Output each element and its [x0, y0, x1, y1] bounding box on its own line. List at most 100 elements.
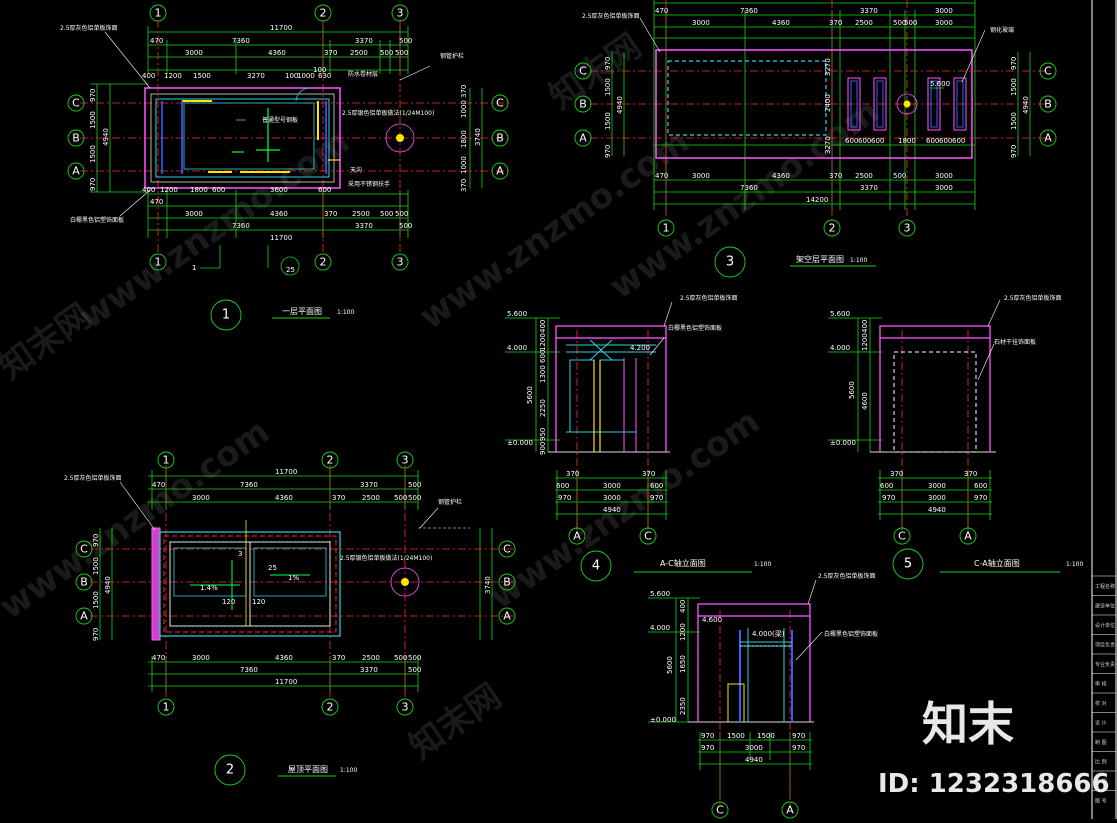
dim-text: 600 [880, 482, 893, 490]
axis-bubble-a: A [573, 530, 581, 543]
dim-text: 1200 [160, 186, 178, 194]
dim-text: 1800 [898, 137, 916, 145]
dim-text: 500 [408, 481, 421, 489]
dim-text: 3370 [355, 37, 373, 45]
dim-text: 1500 [757, 732, 775, 740]
plan-label: 1.4% [200, 584, 218, 592]
dim-text: 7360 [232, 222, 250, 230]
title-block-row-label: 制 图 [1095, 739, 1107, 746]
dim-text: 4360 [270, 210, 288, 218]
axis-bubble-1: 1 [663, 222, 670, 235]
dim-total: 5600 [526, 386, 534, 404]
level-mark: 5.600 [650, 590, 670, 598]
elevation-c-a: C A 5 5.600 4.000 ±0.000 400 1200 4600 5… [828, 294, 1083, 580]
dim-text: 1200 [164, 72, 182, 80]
dim-side-total: 4940 [616, 96, 624, 114]
title-block-row-label: 设 计 [1095, 720, 1107, 727]
level-mark: 5.600 [507, 310, 527, 318]
dim-text: 970 [792, 732, 805, 740]
title-block-row-label: 建设单位 [1095, 603, 1115, 610]
dim-text: 1500 [1010, 112, 1018, 130]
drawing-scale-4: 1:100 [754, 561, 771, 568]
dim-text: 500 [408, 654, 421, 662]
dim-text: 3000 [603, 494, 621, 502]
axis-bubble-c: C [644, 530, 652, 543]
drawing-scale-3: 1:100 [850, 257, 867, 264]
annotation-note: 2.5厚灰色铝单板饰面 [60, 24, 118, 32]
axis-bubble-2: 2 [327, 454, 334, 467]
annotation-note: 2.5厚灰色铝单板饰面 [1004, 294, 1062, 302]
axis-bubble-b: B [579, 98, 587, 111]
axis-bubble-3-bottom: 3 [397, 256, 404, 269]
plan-label: 120 [222, 598, 235, 606]
dim-text: 3000 [192, 494, 210, 502]
dim-text: 4360 [772, 172, 790, 180]
drawing-number-1: 1 [222, 308, 230, 323]
dim-text: 970 [1010, 57, 1018, 70]
dim-text: 7360 [740, 7, 758, 15]
dim-text: 970 [604, 145, 612, 158]
axis-bubble-2: 2 [829, 222, 836, 235]
title-block-row-label: 图 号 [1095, 799, 1107, 805]
dim-text: 500 [904, 19, 917, 27]
dim-text: 400 [142, 72, 155, 80]
title-block-row-label: 专业负责人 [1095, 661, 1117, 668]
dim-text: 3370 [860, 7, 878, 15]
drawing-number-4: 4 [592, 559, 600, 574]
dim-text: 970 [792, 744, 805, 752]
dim-text: 400 [679, 600, 687, 613]
dim-text: 500 [394, 654, 407, 662]
title-block-row-label: 设计单位 [1095, 622, 1115, 629]
dim-text: 1300 [539, 365, 547, 383]
level-mark: ±0.000 [830, 439, 856, 447]
axis-bubble-b-right: B [503, 576, 511, 589]
dim-text: 4360 [275, 494, 293, 502]
level-mark: 4.600 [702, 616, 722, 624]
dim-text: 500 [408, 666, 421, 674]
dim-text: 600 [939, 137, 952, 145]
dim-overall: 14200 [806, 196, 828, 204]
dim-text: 370 [332, 654, 345, 662]
annotation-note: 白椰黑色铝塑饰面板 [70, 216, 124, 224]
dim-text: 1200 [539, 333, 547, 351]
dim-text: 3000 [692, 172, 710, 180]
dim-text: 2500 [350, 49, 368, 57]
annotation-note: 钢管护栏 [438, 498, 462, 506]
brand-logo-text: 知末 [922, 697, 1014, 751]
dim-text: 3000 [185, 49, 203, 57]
annotation-note: 钢管护栏 [440, 52, 464, 60]
dim-text: 600 [974, 482, 987, 490]
dim-overall-bottom: 11700 [275, 678, 297, 686]
dim-text: 1000 [460, 156, 468, 174]
drawing-title-5: C-A轴立面图 [974, 558, 1020, 568]
axis-bubble-1: 1 [163, 454, 170, 467]
level-mark: 4.000 [507, 344, 527, 352]
dim-text: 2500 [362, 494, 380, 502]
dim-text: 3000 [935, 184, 953, 192]
elevation-a-c: A C 4 5.600 4.000 ±0.000 4.200 400 1200 … [505, 294, 771, 582]
dim-text: 100 [285, 72, 298, 80]
dim-text: 3370 [860, 184, 878, 192]
dim-text: 370 [460, 179, 468, 192]
dim-text: 970 [701, 744, 714, 752]
dim-text: 1500 [604, 112, 612, 130]
dim-text: 970 [882, 494, 895, 502]
annotation-note: 2.5厚灰色铝单板饰面 [64, 474, 122, 482]
overhead-floor-plan: 1 2 3 C B A C B A 3 470 7360 3370 3000 3… [574, 0, 1057, 278]
plan-label: 3 [238, 550, 242, 558]
annotation-note: 钢化玻璃 [990, 26, 1014, 34]
dim-text: 3000 [935, 172, 953, 180]
dim-text: 970 [89, 89, 97, 102]
dim-total: 4940 [603, 506, 621, 514]
dim-text: 2500 [855, 172, 873, 180]
annotation-note: 采用不锈钢扶手 [348, 180, 390, 188]
axis-bubble-c-right: C [1044, 65, 1052, 78]
dim-text: 3000 [692, 19, 710, 27]
axis-bubble-c-right: C [503, 543, 511, 556]
dim-text: 970 [92, 534, 100, 547]
dim-text: 3000 [928, 482, 946, 490]
axis-bubble-1: 1 [155, 7, 162, 20]
dim-text: 370 [642, 470, 655, 478]
dim-text: 4360 [275, 654, 293, 662]
dim-text: 970 [974, 494, 987, 502]
